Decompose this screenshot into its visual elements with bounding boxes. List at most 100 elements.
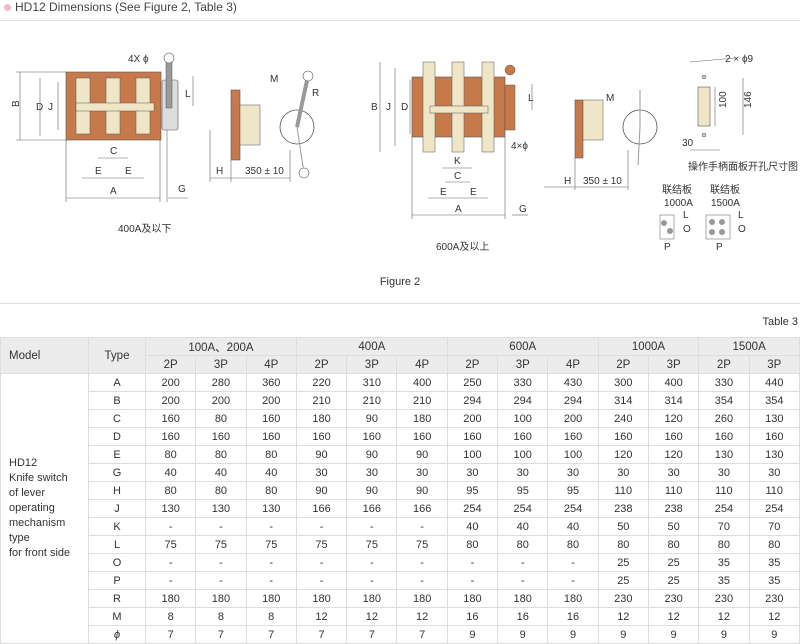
value-cell: 100 xyxy=(446,445,499,464)
label: 1000A xyxy=(664,198,693,209)
value-cell: - xyxy=(346,553,398,572)
value-cell: 110 xyxy=(597,481,649,500)
value-cell: 40 xyxy=(195,463,247,482)
value-cell: 80 xyxy=(245,481,297,500)
value-cell: 200 xyxy=(547,409,599,428)
value-cell: 160 xyxy=(698,427,750,446)
value-cell: 35 xyxy=(698,571,750,590)
label: L xyxy=(683,210,689,221)
value-cell: 166 xyxy=(346,499,398,518)
section-title: HD12 Dimensions (See Figure 2, Table 3) xyxy=(4,0,237,14)
value-cell: - xyxy=(144,553,197,572)
label: D xyxy=(401,102,408,113)
value-cell: 160 xyxy=(144,409,197,428)
value-cell: 220 xyxy=(295,373,348,392)
value-cell: - xyxy=(295,517,348,536)
value-cell: 166 xyxy=(396,499,448,518)
label: O xyxy=(683,224,691,235)
pole-header: 4P xyxy=(396,355,448,374)
value-cell: 100 xyxy=(547,445,599,464)
value-cell: 9 xyxy=(647,625,700,644)
value-cell: - xyxy=(295,553,348,572)
value-cell: 180 xyxy=(195,589,247,608)
value-cell: 280 xyxy=(195,373,247,392)
value-cell: 294 xyxy=(446,391,499,410)
value-cell: 330 xyxy=(497,373,549,392)
value-cell: 254 xyxy=(698,499,750,518)
value-cell: - xyxy=(195,517,247,536)
value-cell: 35 xyxy=(698,553,750,572)
value-cell: - xyxy=(547,553,599,572)
model-line: mechanism type xyxy=(9,517,66,544)
value-cell: 70 xyxy=(748,517,800,536)
figure-caption: 600A及以上 xyxy=(436,241,489,253)
value-cell: 130 xyxy=(748,409,800,428)
value-cell: - xyxy=(195,571,247,590)
label: C xyxy=(110,146,117,157)
value-cell: 180 xyxy=(547,589,599,608)
value-cell: 110 xyxy=(647,481,700,500)
label: P xyxy=(716,242,723,253)
type-cell: D xyxy=(88,427,146,446)
label: H xyxy=(564,176,571,187)
value-cell: 80 xyxy=(698,535,750,554)
value-cell: 50 xyxy=(647,517,700,536)
value-cell: 400 xyxy=(647,373,700,392)
value-cell: 300 xyxy=(597,373,649,392)
value-cell: 230 xyxy=(647,589,700,608)
type-cell: A xyxy=(88,373,146,392)
value-cell: 95 xyxy=(547,481,599,500)
value-cell: 80 xyxy=(195,481,247,500)
type-cell: R xyxy=(88,589,146,608)
value-cell: 30 xyxy=(396,463,448,482)
value-cell: 314 xyxy=(597,391,649,410)
value-cell: 254 xyxy=(748,499,800,518)
value-cell: 160 xyxy=(245,409,297,428)
value-cell: 80 xyxy=(195,409,247,428)
value-cell: 25 xyxy=(647,553,700,572)
value-cell: 250 xyxy=(446,373,499,392)
value-cell: 40 xyxy=(245,463,297,482)
value-cell: - xyxy=(497,553,549,572)
label: M xyxy=(270,74,278,85)
label: 1500A xyxy=(711,198,740,209)
value-cell: - xyxy=(245,553,297,572)
value-cell: 160 xyxy=(144,427,197,446)
value-cell: - xyxy=(446,553,499,572)
value-cell: 80 xyxy=(497,535,549,554)
value-cell: 90 xyxy=(396,481,448,500)
label: 146 xyxy=(743,91,754,108)
value-cell: 160 xyxy=(446,427,499,446)
value-cell: 200 xyxy=(144,373,197,392)
value-cell: - xyxy=(245,517,297,536)
label: B xyxy=(371,102,378,113)
value-cell: 16 xyxy=(547,607,599,626)
value-cell: 160 xyxy=(245,427,297,446)
value-cell: 35 xyxy=(748,553,800,572)
value-cell: 240 xyxy=(597,409,649,428)
value-cell: 70 xyxy=(698,517,750,536)
value-cell: - xyxy=(396,517,448,536)
figure-caption: 400A及以下 xyxy=(118,223,171,235)
type-cell: L xyxy=(88,535,146,554)
type-header: Type xyxy=(88,337,146,374)
value-cell: 12 xyxy=(346,607,398,626)
value-cell: 160 xyxy=(195,427,247,446)
pole-header: 3P xyxy=(195,355,247,374)
value-cell: 180 xyxy=(295,409,348,428)
pole-header: 2P xyxy=(698,355,750,374)
value-cell: 200 xyxy=(144,391,197,410)
value-cell: 35 xyxy=(748,571,800,590)
label: H xyxy=(216,166,223,177)
label: P xyxy=(664,242,671,253)
value-cell: 200 xyxy=(245,391,297,410)
value-cell: 75 xyxy=(195,535,247,554)
value-cell: 210 xyxy=(346,391,398,410)
value-cell: 120 xyxy=(647,445,700,464)
pole-header: 2P xyxy=(144,355,197,374)
